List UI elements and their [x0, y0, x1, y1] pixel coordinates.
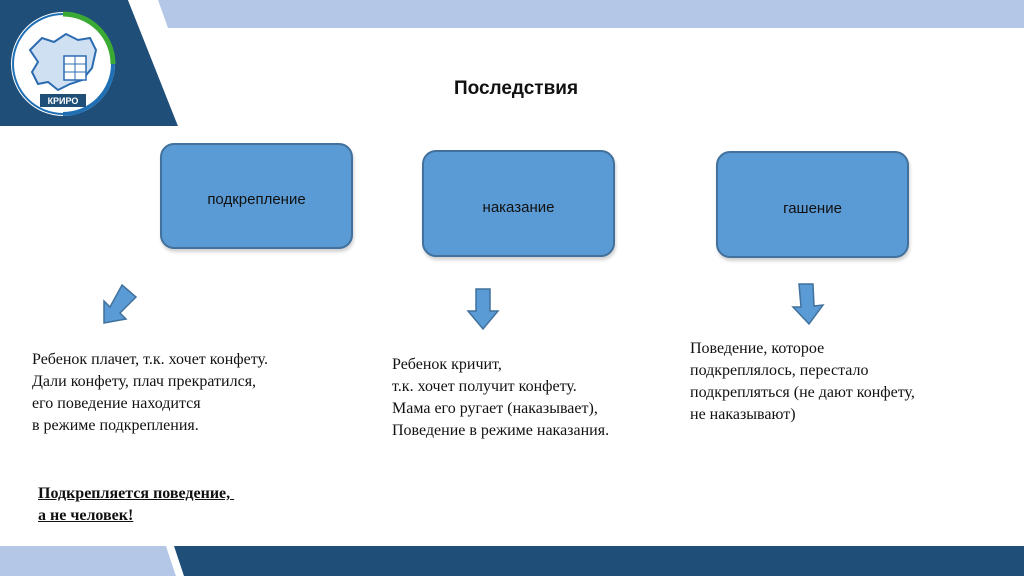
description-line: Ребенок плачет, т.к. хочет конфету.	[32, 351, 268, 368]
description-line: т.к. хочет получит конфету.	[392, 378, 577, 395]
description-line: Мама его ругает (наказывает),	[392, 400, 598, 417]
arrow-down-left-icon	[103, 283, 138, 324]
description-line: Поведение, которое	[690, 340, 825, 357]
footer-band	[0, 546, 1024, 576]
description-line: Ребенок кричит,	[392, 356, 502, 373]
key-note-line: Подкрепляется поведение,	[38, 485, 235, 502]
box-reinforcement: подкрепление	[160, 143, 353, 249]
key-note-line: а не человек!	[38, 507, 134, 524]
description-line: его поведение находится	[32, 395, 201, 412]
description-line: не наказывают)	[690, 406, 796, 423]
description-line: подкреплялось, перестало	[690, 362, 869, 379]
description-line: Поведение в режиме наказания.	[392, 422, 610, 439]
description-line: в режиме подкрепления.	[32, 417, 199, 434]
description-line: подкрепляться (не дают конфету,	[690, 384, 915, 401]
box-reinforcement-label: подкрепление	[207, 191, 306, 208]
kriro-logo: КРИРО	[11, 11, 116, 116]
description-line: Дали конфету, плач прекратился,	[32, 373, 257, 390]
header-band	[150, 0, 1024, 30]
arrow-down-icon-extinction	[791, 283, 825, 326]
box-extinction: гашение	[716, 151, 909, 258]
box-extinction-label: гашение	[783, 200, 842, 217]
arrow-down-icon-punishment	[466, 288, 500, 331]
description-reinforcement: Ребенок плачет, т.к. хочет конфету. Дали…	[32, 349, 268, 437]
description-punishment: Ребенок кричит, т.к. хочет получит конфе…	[392, 354, 609, 442]
slide-title: Последствия	[453, 78, 579, 99]
box-punishment-label: наказание	[482, 199, 555, 216]
box-punishment: наказание	[422, 150, 615, 257]
logo-text: КРИРО	[48, 96, 79, 106]
description-extinction: Поведение, которое подкреплялось, перест…	[690, 338, 915, 426]
key-note: Подкрепляется поведение, а не человек!	[38, 483, 234, 527]
